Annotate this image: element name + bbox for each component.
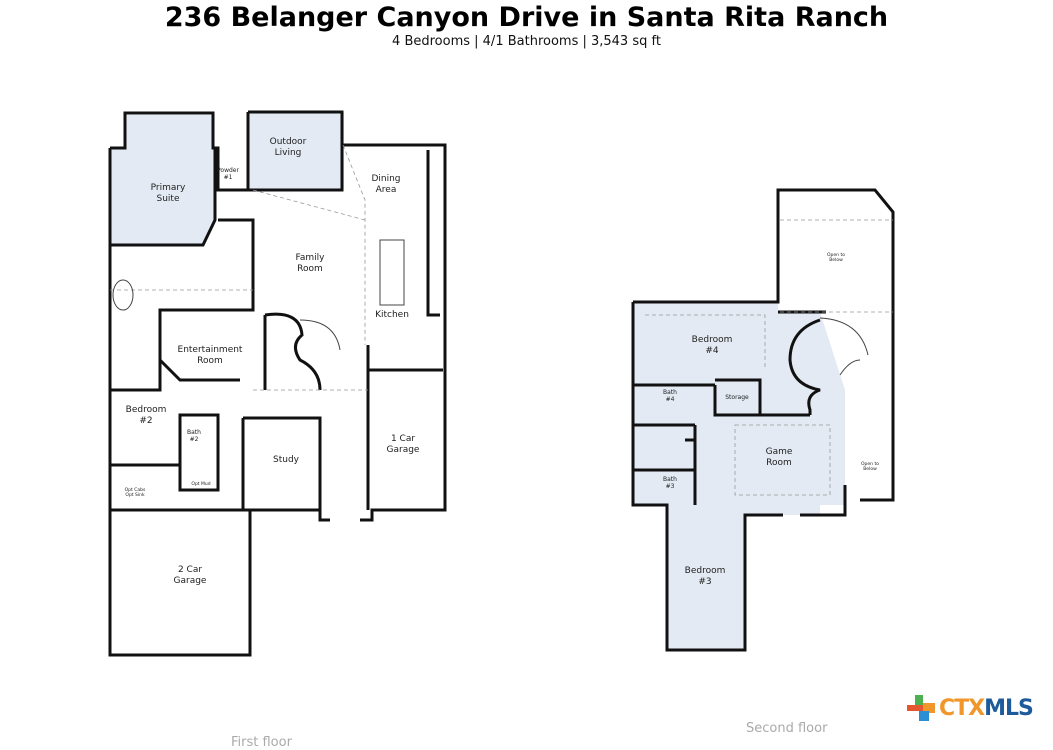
room-label-bedroom-3: Bedroom#3 bbox=[685, 566, 726, 587]
room-label-bedroom-2: Bedroom#2 bbox=[126, 405, 167, 426]
primary-suite-area bbox=[110, 115, 215, 245]
property-summary: 4 Bedrooms | 4/1 Bathrooms | 3,543 sq ft bbox=[392, 34, 661, 49]
room-label-powder: Powder#1 bbox=[217, 167, 239, 181]
second-floor-area bbox=[633, 302, 845, 650]
room-label-bath-3: Bath#3 bbox=[663, 476, 677, 490]
room-label-study: Study bbox=[273, 455, 300, 465]
texas-map-icon bbox=[907, 695, 935, 721]
room-label-bath-4: Bath#4 bbox=[663, 389, 677, 403]
first-floor-caption: First floor bbox=[231, 735, 292, 750]
room-label-bedroom-4: Bedroom#4 bbox=[692, 335, 733, 356]
label-opt-mud: Opt Mud bbox=[191, 481, 210, 487]
logo-text-ctx: CTX bbox=[939, 695, 985, 721]
room-label-bath-2: Bath#2 bbox=[187, 429, 201, 443]
outdoor-living-area bbox=[248, 112, 344, 190]
second-floor-caption: Second floor bbox=[746, 721, 828, 736]
logo-text-mls: MLS bbox=[984, 695, 1034, 721]
room-label-kitchen: Kitchen bbox=[375, 310, 409, 320]
room-label-storage: Storage bbox=[725, 394, 749, 401]
page-title: 236 Belanger Canyon Drive in Santa Rita … bbox=[164, 2, 889, 33]
